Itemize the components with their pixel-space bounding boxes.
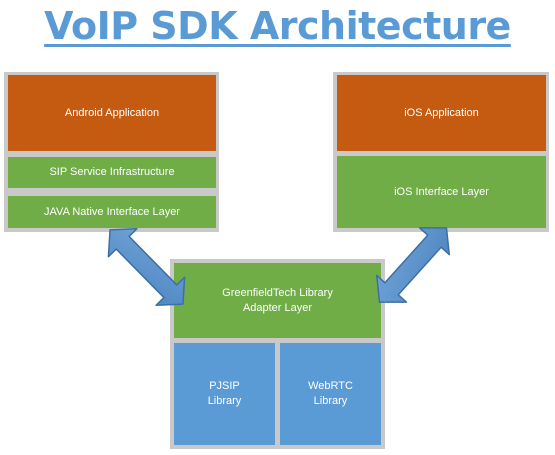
android-application-box: Android Application xyxy=(8,75,216,151)
ios-core-double-arrow xyxy=(375,227,451,303)
ios-application-label: iOS Application xyxy=(404,106,479,119)
webrtc-library-label: WebRTC Library xyxy=(308,379,353,409)
ios-interface-layer-box: iOS Interface Layer xyxy=(337,156,546,228)
adapter-layer-line1: GreenfieldTech Library xyxy=(222,286,333,299)
jni-layer-label: JAVA Native Interface Layer xyxy=(44,205,180,218)
pjsip-library-label: PJSIP Library xyxy=(208,379,242,409)
webrtc-line2: Library xyxy=(313,395,348,407)
adapter-layer-box: GreenfieldTech Library Adapter Layer xyxy=(174,263,381,338)
pjsip-line1: PJSIP xyxy=(209,380,240,392)
android-core-double-arrow xyxy=(107,227,186,307)
jni-layer-box: JAVA Native Interface Layer xyxy=(8,196,216,228)
ios-application-box: iOS Application xyxy=(337,75,546,151)
adapter-layer-label: GreenfieldTech Library Adapter Layer xyxy=(222,286,333,316)
ios-interface-layer-label: iOS Interface Layer xyxy=(394,185,489,198)
adapter-layer-line2: Adapter Layer xyxy=(242,301,313,314)
pjsip-library-box: PJSIP Library xyxy=(174,343,275,445)
sip-service-label: SIP Service Infrastructure xyxy=(49,166,175,178)
sip-service-box: SIP Service Infrastructure xyxy=(8,157,216,188)
pjsip-line2: Library xyxy=(207,395,242,407)
webrtc-line1: WebRTC xyxy=(308,380,353,392)
diagram-title: VoIP SDK Architecture xyxy=(44,4,511,48)
webrtc-library-box: WebRTC Library xyxy=(280,343,381,445)
android-application-label: Android Application xyxy=(64,106,160,119)
